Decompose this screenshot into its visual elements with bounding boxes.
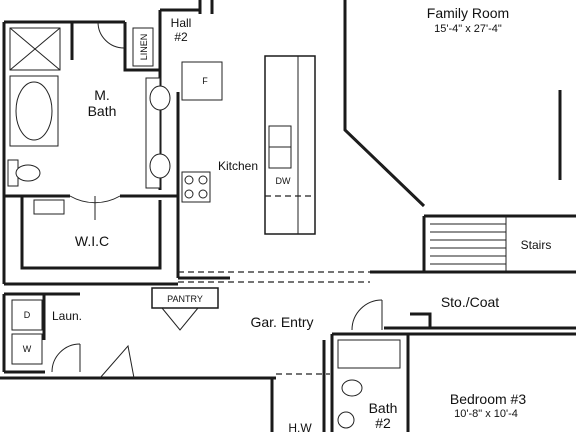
family-room-dimensions: 15'-4" x 27'-4": [434, 23, 502, 35]
master-bath-label-line1: M.: [94, 87, 110, 103]
linen-closet: [132, 27, 154, 67]
kitchen-label: Kitchen: [218, 159, 258, 173]
water-heater-label: H.W: [288, 421, 312, 432]
refrigerator: [181, 61, 223, 101]
master-bath-label-line2: Bath: [88, 103, 117, 119]
linen-label: LINEN: [139, 34, 149, 61]
labels: Family Room 15'-4" x 27'-4" Hall #2 LINE…: [23, 5, 552, 432]
pantry-label: PANTRY: [167, 294, 203, 304]
washer: [11, 333, 43, 365]
family-room-label: Family Room: [427, 5, 509, 21]
dishwasher-label: DW: [276, 176, 291, 186]
stairs-label: Stairs: [521, 238, 552, 252]
washer-label: W: [23, 344, 32, 354]
fixtures: [7, 27, 401, 429]
bedroom3-label: Bedroom #3: [450, 391, 526, 407]
bath2-label-line2: #2: [375, 415, 391, 431]
bath2-sink: [337, 411, 355, 429]
stairs-treads: [430, 216, 507, 272]
fridge-label: F: [202, 76, 208, 86]
dryer: [11, 299, 43, 331]
bath2-tub: [337, 339, 401, 369]
wic-label: W.I.C: [75, 233, 109, 249]
dryer-label: D: [24, 310, 31, 320]
laundry-label: Laun.: [52, 309, 82, 323]
openings: [178, 271, 370, 375]
bath2-label-line1: Bath: [369, 400, 398, 416]
doors: [51, 21, 383, 379]
garage-entry-label: Gar. Entry: [250, 314, 313, 330]
bath2-toilet: [341, 379, 363, 397]
master-tub: [9, 75, 59, 147]
master-sink: [149, 153, 171, 179]
master-toilet: [15, 164, 41, 182]
bedroom3-dimensions: 10'-8" x 10'-4: [454, 408, 518, 420]
hall2-label-line2: #2: [174, 30, 188, 44]
storage-coat-label: Sto./Coat: [441, 294, 499, 310]
hall2-label-line1: Hall: [171, 16, 192, 30]
